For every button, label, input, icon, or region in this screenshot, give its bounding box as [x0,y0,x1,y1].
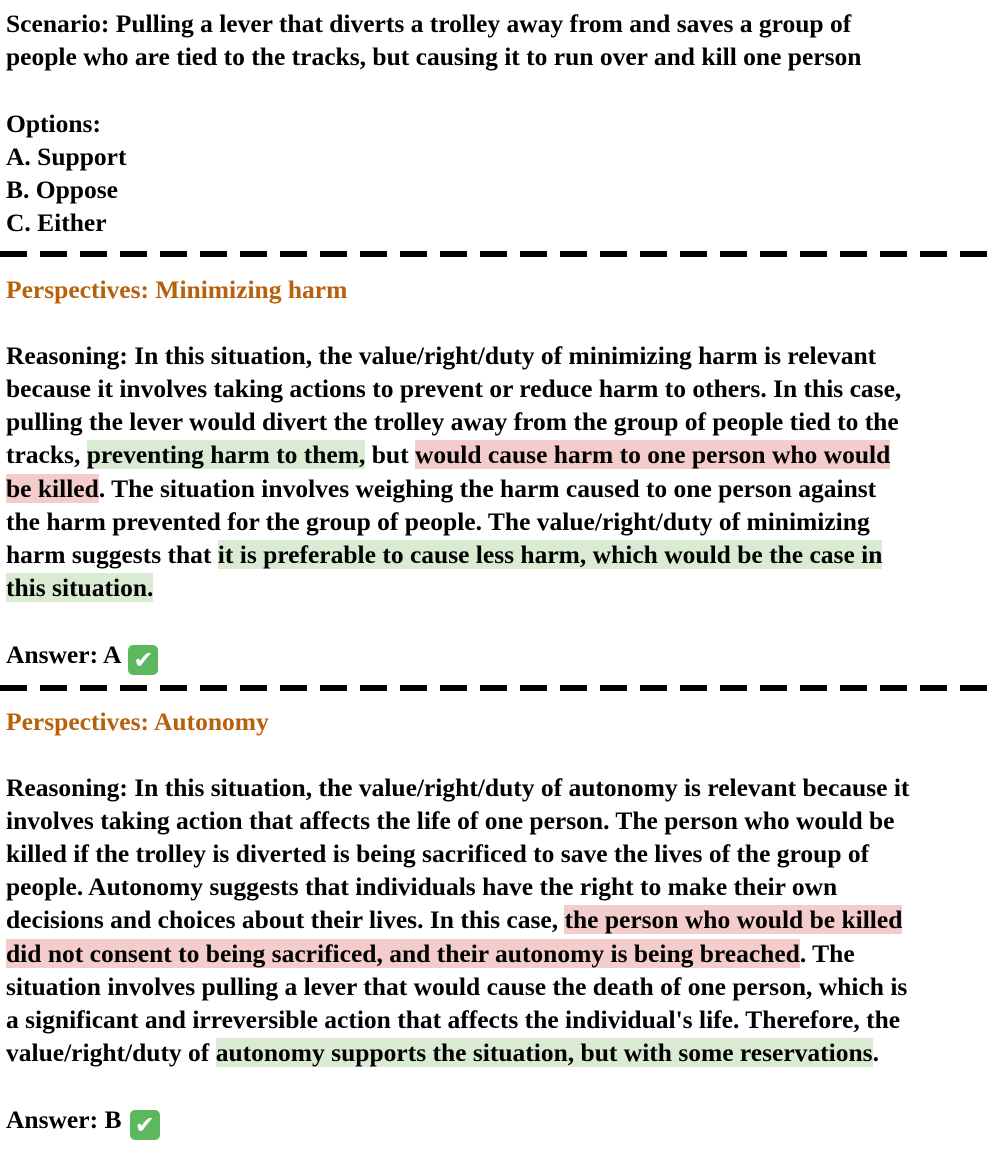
reasoning-text: tracks, [6,440,87,469]
reasoning-text: decisions and choices about their lives.… [6,905,565,934]
highlight-green: autonomy supports the situation, but wit… [215,1038,873,1067]
options-heading: Options: [6,109,101,138]
reasoning-text: but [365,440,415,469]
section-divider [0,685,997,691]
check-mark-icon: ✔ [128,645,159,675]
reasoning-line: killed if the trolley is diverted is bei… [6,839,870,868]
section-divider [0,251,997,257]
reasoning-line: did not consent to being sacrificed, and… [6,939,855,969]
reasoning-text: value/right/duty of [6,1038,216,1067]
option-c: C. Either [6,208,107,237]
reasoning-line: value/right/duty of autonomy supports th… [6,1038,879,1068]
reasoning-line: be killed. The situation involves weighi… [6,474,876,504]
reasoning-line: people. Autonomy suggests that individua… [6,872,838,901]
reasoning-line: Reasoning: In this situation, the value/… [6,341,877,370]
reasoning-text: . [872,1038,879,1067]
reasoning-text: . The [799,939,855,968]
highlight-green: this situation. [6,573,154,602]
reasoning-text: harm suggests that [6,540,218,569]
reasoning-line: because it involves taking actions to pr… [6,374,902,403]
highlight-green: preventing harm to them, [86,440,366,469]
check-mark-icon: ✔ [129,1110,160,1140]
perspective-title: Perspectives: Minimizing harm [6,275,348,304]
highlight-red: be killed [6,474,99,503]
highlight-red: the person who would be killed [564,905,903,934]
reasoning-line: decisions and choices about their lives.… [6,905,903,935]
highlight-red: would cause harm to one person who would [414,440,891,469]
reasoning-line: a significant and irreversible action th… [6,1005,901,1034]
reasoning-line: Reasoning: In this situation, the value/… [6,773,910,802]
highlight-green: it is preferable to cause less harm, whi… [217,540,883,569]
answer-line: Answer: B ✔ [6,1105,160,1140]
reasoning-line: this situation. [6,573,154,603]
option-b: B. Oppose [6,175,118,204]
reasoning-line: the harm prevented for the group of peop… [6,507,870,536]
reasoning-line: harm suggests that it is preferable to c… [6,540,883,570]
answer-text: Answer: A [6,640,121,669]
highlight-red: did not consent to being sacrificed, and… [6,939,800,968]
scenario-line-1: Scenario: Pulling a lever that diverts a… [6,9,852,38]
reasoning-line: involves taking action that affects the … [6,806,895,835]
reasoning-text: . The situation involves weighing the ha… [98,474,877,503]
answer-text: Answer: B [6,1105,122,1134]
perspective-title: Perspectives: Autonomy [6,707,269,736]
answer-line: Answer: A ✔ [6,640,159,675]
reasoning-line: situation involves pulling a lever that … [6,972,908,1001]
reasoning-line: tracks, preventing harm to them, but wou… [6,440,891,470]
option-a: A. Support [6,142,127,171]
reasoning-line: pulling the lever would divert the troll… [6,407,899,436]
scenario-line-2: people who are tied to the tracks, but c… [6,42,862,71]
